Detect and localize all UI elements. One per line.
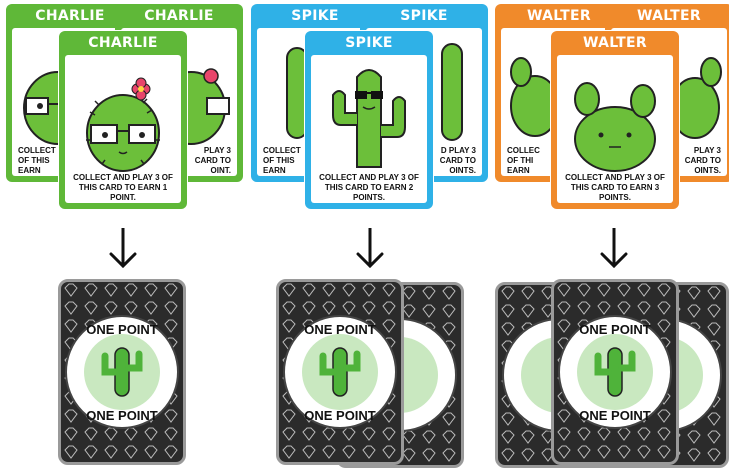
point-label-top: ONE POINT: [579, 322, 651, 337]
walter-card-text: COLLECT AND PLAY 3 OF THIS CARD TO EARN …: [565, 173, 665, 202]
flower-icon: [131, 77, 151, 101]
charlie-card-text-partial: COLLECT OF THIS EARN: [18, 146, 56, 175]
walter-card-title: WALTER: [583, 35, 647, 51]
spike-card-title: SPIKE: [345, 35, 393, 51]
point-label-top: ONE POINT: [86, 322, 158, 337]
walter-card-front: WALTER COLLECT AND PLAY 3 OF THIS CARD T…: [551, 31, 679, 209]
point-card-art: ONE POINT ONE POINT: [279, 282, 401, 462]
spike-card-front: SPIKE COLLECT AND PLAY 3 OF THIS CARD TO…: [305, 31, 433, 209]
point-card-back: ONE POINT ONE POINT: [58, 279, 186, 465]
charlie-card-text: COLLECT AND PLAY 3 OF THIS CARD TO EARN …: [73, 173, 173, 202]
charlie-down-arrow-icon: [109, 228, 137, 268]
point-label-bottom: ONE POINT: [86, 408, 158, 423]
walter-card-title: WALTER: [527, 8, 591, 24]
spike-card-text-partial: D PLAY 3 CARD TO OINTS.: [439, 146, 476, 175]
walter-cactus-icon: [574, 82, 656, 172]
point-label-bottom: ONE POINT: [304, 408, 376, 423]
walter-card-text-partial: PLAY 3 CARD TO OINTS.: [684, 146, 721, 175]
charlie-card-face: COLLECT AND PLAY 3 OF THIS CARD TO EARN …: [65, 55, 181, 203]
charlie-card-title: CHARLIE: [88, 35, 158, 51]
spike-card-title: SPIKE: [400, 8, 448, 24]
walter-cactus-icon: [670, 57, 722, 139]
walter-card-face: COLLECT AND PLAY 3 OF THIS CARD TO EARN …: [557, 55, 673, 203]
charlie-card-front: CHARLIE COLLECT AND PLAY 3 OF THIS CARD …: [59, 31, 187, 209]
walter-card-title: WALTER: [637, 8, 701, 24]
charlie-card-title: CHARLIE: [144, 8, 214, 24]
point-card-back: ONE POINT ONE POINT: [551, 279, 679, 465]
spike-down-arrow-icon: [356, 228, 384, 268]
spike-cactus-icon: [441, 43, 463, 141]
point-card-back: ONE POINT ONE POINT: [276, 279, 404, 465]
point-label-top: ONE POINT: [304, 322, 376, 337]
point-card-art: ONE POINT ONE POINT: [61, 282, 183, 462]
walter-down-arrow-icon: [600, 228, 628, 268]
sunglasses-icon: [355, 91, 383, 99]
point-card-art: ONE POINT ONE POINT: [554, 282, 676, 462]
walter-card-text-partial: COLLEC OF THI EARN: [507, 146, 540, 175]
spike-card-text: COLLECT AND PLAY 3 OF THIS CARD TO EARN …: [319, 173, 419, 202]
point-label-bottom: ONE POINT: [579, 408, 651, 423]
spike-card-text-partial: COLLECT OF THIS EARN: [263, 146, 301, 175]
charlie-card-text-partial: PLAY 3 CARD TO OINT.: [194, 146, 231, 175]
charlie-cactus-icon: [86, 77, 160, 172]
spike-card-face: COLLECT AND PLAY 3 OF THIS CARD TO EARN …: [311, 55, 427, 203]
walter-cactus-icon: [510, 57, 560, 137]
spike-cactus-icon: [332, 69, 406, 168]
spike-card-title: SPIKE: [291, 8, 339, 24]
charlie-card-title: CHARLIE: [35, 8, 105, 24]
